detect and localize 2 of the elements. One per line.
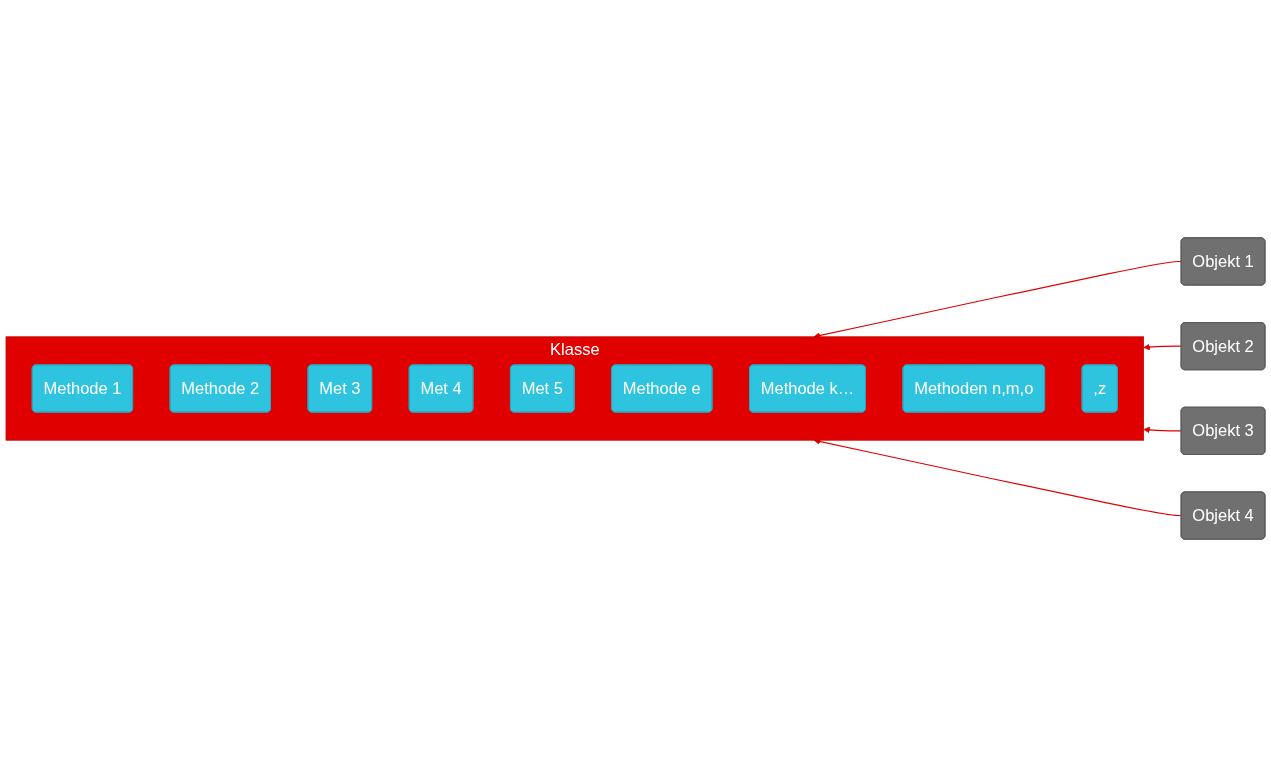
arrow (1143, 426, 1182, 434)
arrow (1143, 343, 1182, 351)
